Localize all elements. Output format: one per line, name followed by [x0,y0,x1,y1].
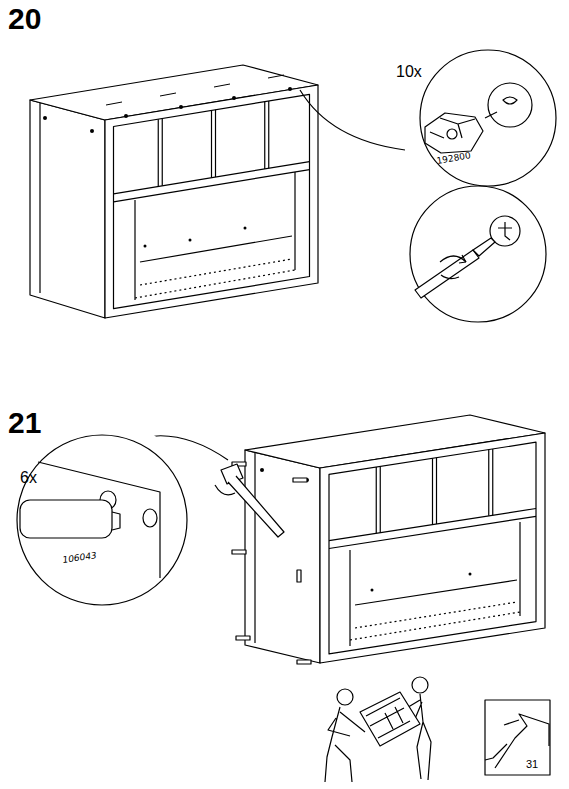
page-number: 31 [526,759,538,770]
callout-camlock [420,50,556,186]
callout-screwdriver [410,186,546,322]
leader-line [300,90,405,150]
hammer [215,464,284,537]
callout-dowel [17,417,187,628]
page-turn-icon [485,700,550,775]
cabinet-step21 [245,415,545,663]
step-number: 20 [8,4,41,34]
cabinet-step20 [30,65,318,318]
two-people-carrying [325,677,431,782]
step-number: 21 [8,408,41,438]
quantity: 6x [20,470,37,486]
quantity: 10x [396,64,422,80]
